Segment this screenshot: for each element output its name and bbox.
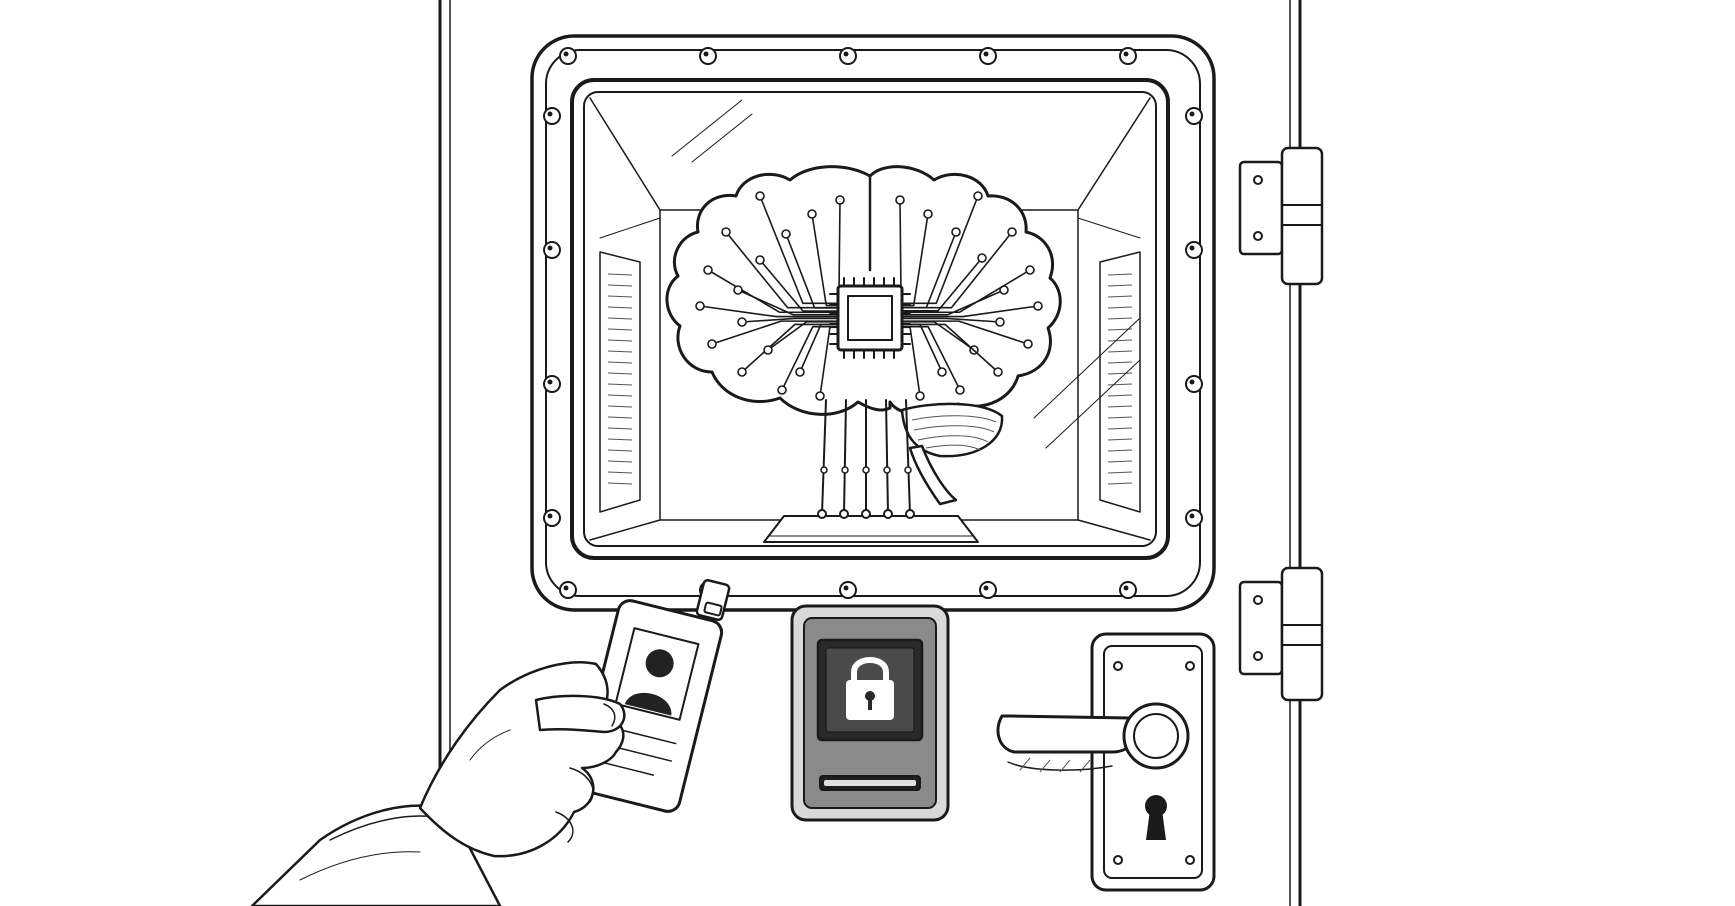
circuit-node [815, 391, 825, 401]
rivet [1185, 375, 1203, 393]
circuit-node [923, 209, 933, 219]
rivet [1185, 241, 1203, 259]
hand [250, 661, 626, 906]
rivet [839, 47, 857, 65]
id-badge [574, 578, 731, 813]
rivet [543, 107, 561, 125]
card-reader[interactable] [790, 604, 950, 822]
rivet [839, 581, 857, 599]
circuit-node [755, 191, 765, 201]
rivet [979, 47, 997, 65]
circuit-node [937, 367, 947, 377]
circuit-node [763, 345, 773, 355]
circuit-brain [665, 165, 1062, 519]
pedestal [763, 515, 979, 543]
circuit-node [1007, 227, 1017, 237]
circuit-node [951, 227, 961, 237]
door-handle[interactable] [996, 702, 1190, 773]
rivet [979, 581, 997, 599]
rivet [559, 581, 577, 599]
circuit-node [795, 367, 805, 377]
circuit-node [835, 195, 845, 205]
circuit-node [777, 385, 787, 395]
upper-hinge [1238, 146, 1324, 286]
circuit-node [707, 339, 717, 349]
circuit-node [895, 195, 905, 205]
circuit-node [995, 317, 1005, 327]
circuit-node [755, 255, 765, 265]
circuit-node [1033, 301, 1043, 311]
circuit-node [1023, 339, 1033, 349]
circuit-node [703, 265, 713, 275]
circuit-node [721, 227, 731, 237]
rivet [1185, 509, 1203, 527]
circuit-node [993, 367, 1003, 377]
lower-hinge [1238, 566, 1324, 702]
padlock-icon [846, 657, 894, 720]
rivet [1185, 107, 1203, 125]
rivet [543, 375, 561, 393]
rivet [559, 47, 577, 65]
circuit-node [781, 229, 791, 239]
circuit-node [1025, 265, 1035, 275]
circuit-node [737, 367, 747, 377]
circuit-node [695, 301, 705, 311]
circuit-node [807, 209, 817, 219]
circuit-node [737, 317, 747, 327]
circuit-node [973, 191, 983, 201]
cpu-chip [829, 277, 911, 359]
keyhole-icon [1145, 795, 1167, 840]
rivet [1119, 581, 1137, 599]
rivet [543, 241, 561, 259]
rivet [543, 509, 561, 527]
circuit-node [733, 285, 743, 295]
circuit-node [915, 391, 925, 401]
person-silhouette-icon [624, 649, 674, 716]
rivet [699, 47, 717, 65]
circuit-node [977, 253, 987, 263]
circuit-node [955, 385, 965, 395]
rivet [1119, 47, 1137, 65]
